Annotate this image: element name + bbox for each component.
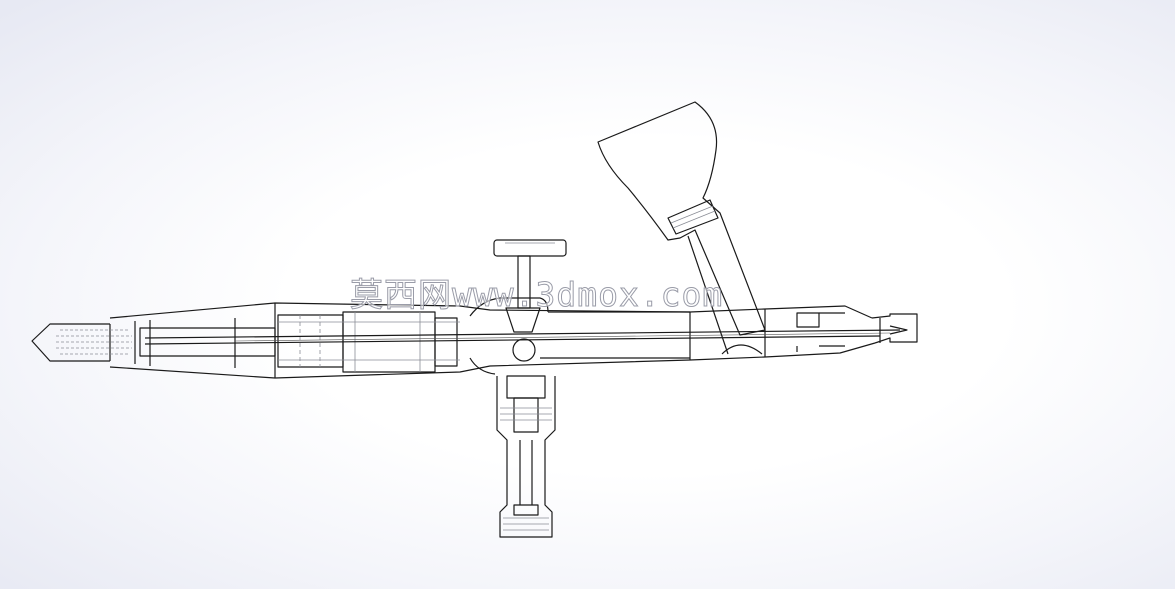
airbrush-body [109, 297, 876, 379]
valve-thread [500, 407, 552, 531]
air-valve [496, 375, 556, 538]
paint-cup [597, 101, 766, 355]
knurl-pattern [56, 329, 132, 355]
cup-thread [670, 205, 716, 229]
nozzle-tip [871, 313, 918, 344]
trigger-button [493, 239, 567, 362]
tail-cap [31, 321, 136, 364]
needle [144, 329, 901, 345]
